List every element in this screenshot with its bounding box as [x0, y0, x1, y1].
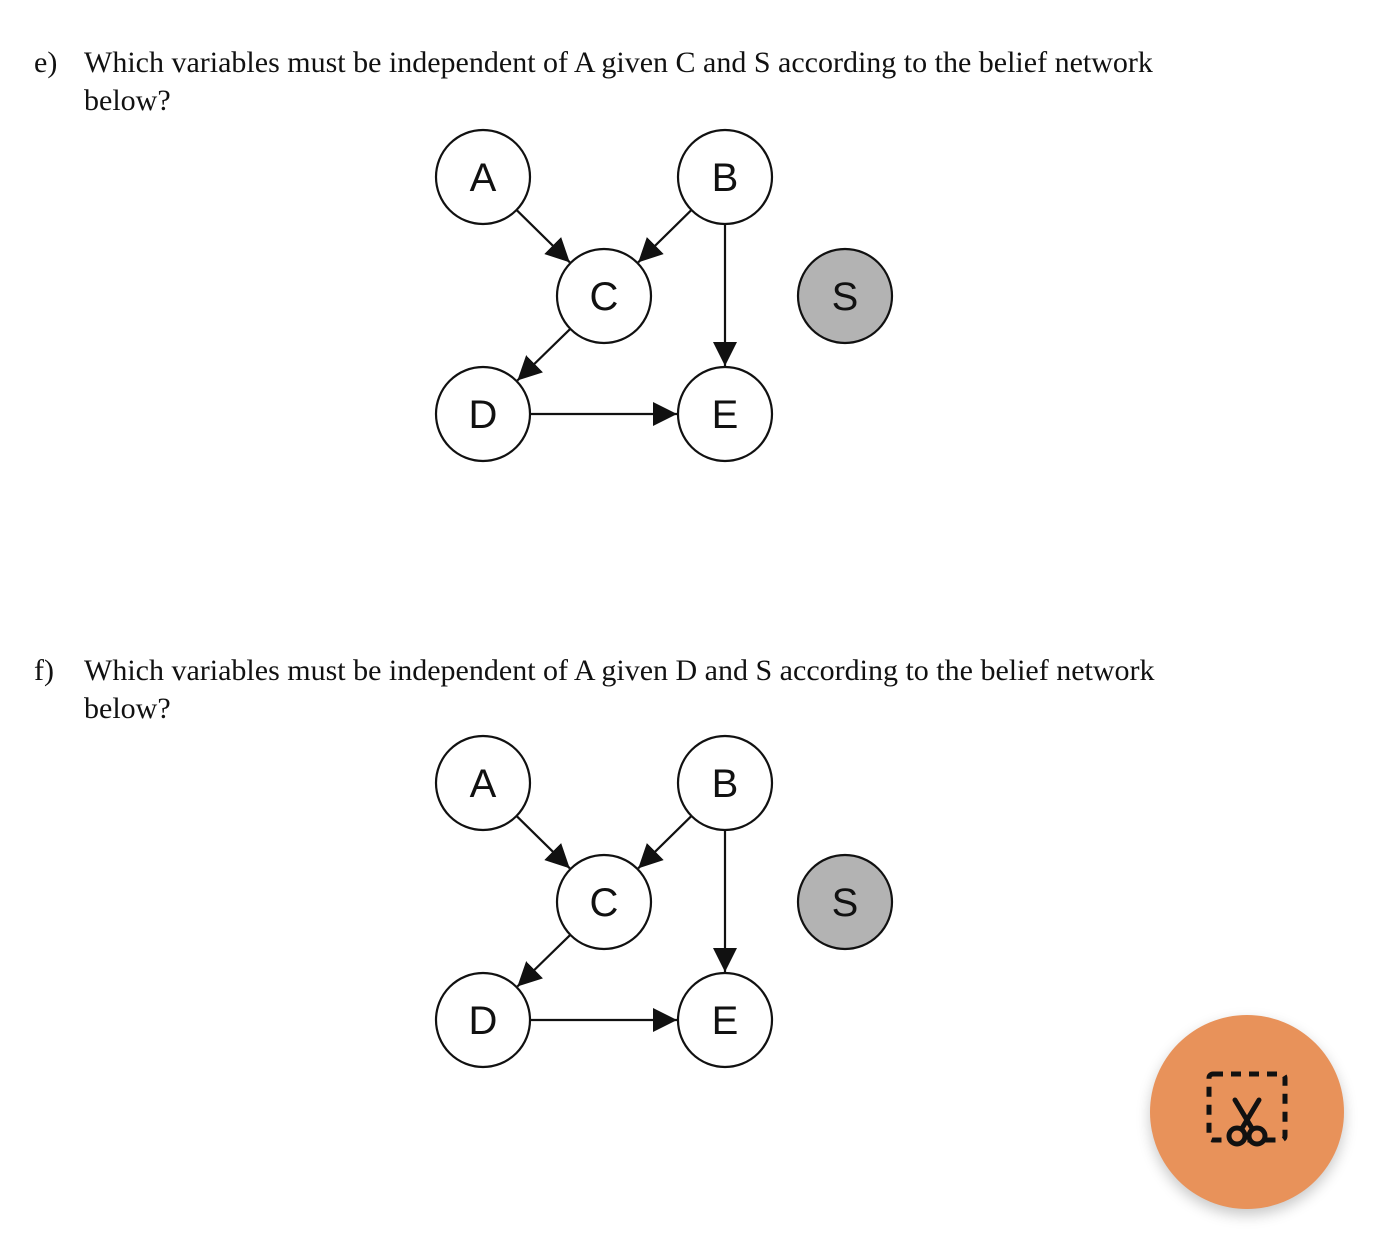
screenshot-scissors-icon [1206, 1071, 1288, 1147]
question-label: e) [34, 46, 58, 79]
node-label: E [712, 999, 739, 1043]
node-a: A [434, 128, 532, 226]
question-text-line-1: Which variables must be independent of A… [84, 46, 1153, 79]
node-circle [434, 365, 532, 463]
node-circle [676, 365, 774, 463]
edge-b-c [637, 209, 693, 264]
node-s: S [796, 247, 894, 345]
question-label: f) [34, 654, 54, 687]
edge-c-d [516, 934, 572, 988]
node-circle [676, 971, 774, 1069]
question-text: Which variables must be independent of A… [84, 44, 1284, 120]
node-s: S [796, 853, 894, 951]
belief-network-graph: A B C D E S [434, 128, 894, 463]
node-label: B [712, 762, 739, 806]
question-text: Which variables must be independent of A… [84, 652, 1284, 728]
edge-b-c [637, 815, 693, 870]
question-text-line-2: below? [84, 692, 171, 725]
node-label: C [590, 881, 619, 925]
node-d: D [434, 365, 532, 463]
node-circle [434, 971, 532, 1069]
question-text-line-2: below? [84, 84, 171, 117]
node-label: B [712, 156, 739, 200]
node-b: B [676, 734, 774, 832]
node-label: D [469, 999, 498, 1043]
edge-a-c [515, 815, 571, 870]
screenshot-capture-button[interactable] [1150, 1015, 1344, 1209]
node-label: E [712, 393, 739, 437]
node-label: S [832, 275, 859, 319]
node-circle [434, 128, 532, 226]
node-circle [555, 247, 653, 345]
node-e: E [676, 971, 774, 1069]
node-label: A [470, 762, 497, 806]
node-circle [796, 853, 894, 951]
node-circle [555, 853, 653, 951]
node-circle [434, 734, 532, 832]
node-a: A [434, 734, 532, 832]
node-label: S [832, 881, 859, 925]
node-circle [676, 128, 774, 226]
node-c: C [555, 853, 653, 951]
node-label: A [470, 156, 497, 200]
edge-c-d [516, 328, 572, 382]
node-e: E [676, 365, 774, 463]
belief-network-graph: A B C D E S [434, 734, 894, 1069]
question-text-line-1: Which variables must be independent of A… [84, 654, 1155, 687]
node-b: B [676, 128, 774, 226]
node-label: D [469, 393, 498, 437]
belief-network-f: A B C D E S [0, 606, 1384, 1069]
edge-a-c [515, 209, 571, 264]
node-circle [796, 247, 894, 345]
node-label: C [590, 275, 619, 319]
node-circle [676, 734, 774, 832]
node-d: D [434, 971, 532, 1069]
node-c: C [555, 247, 653, 345]
belief-network-e: A B C D E S [0, 0, 1384, 463]
